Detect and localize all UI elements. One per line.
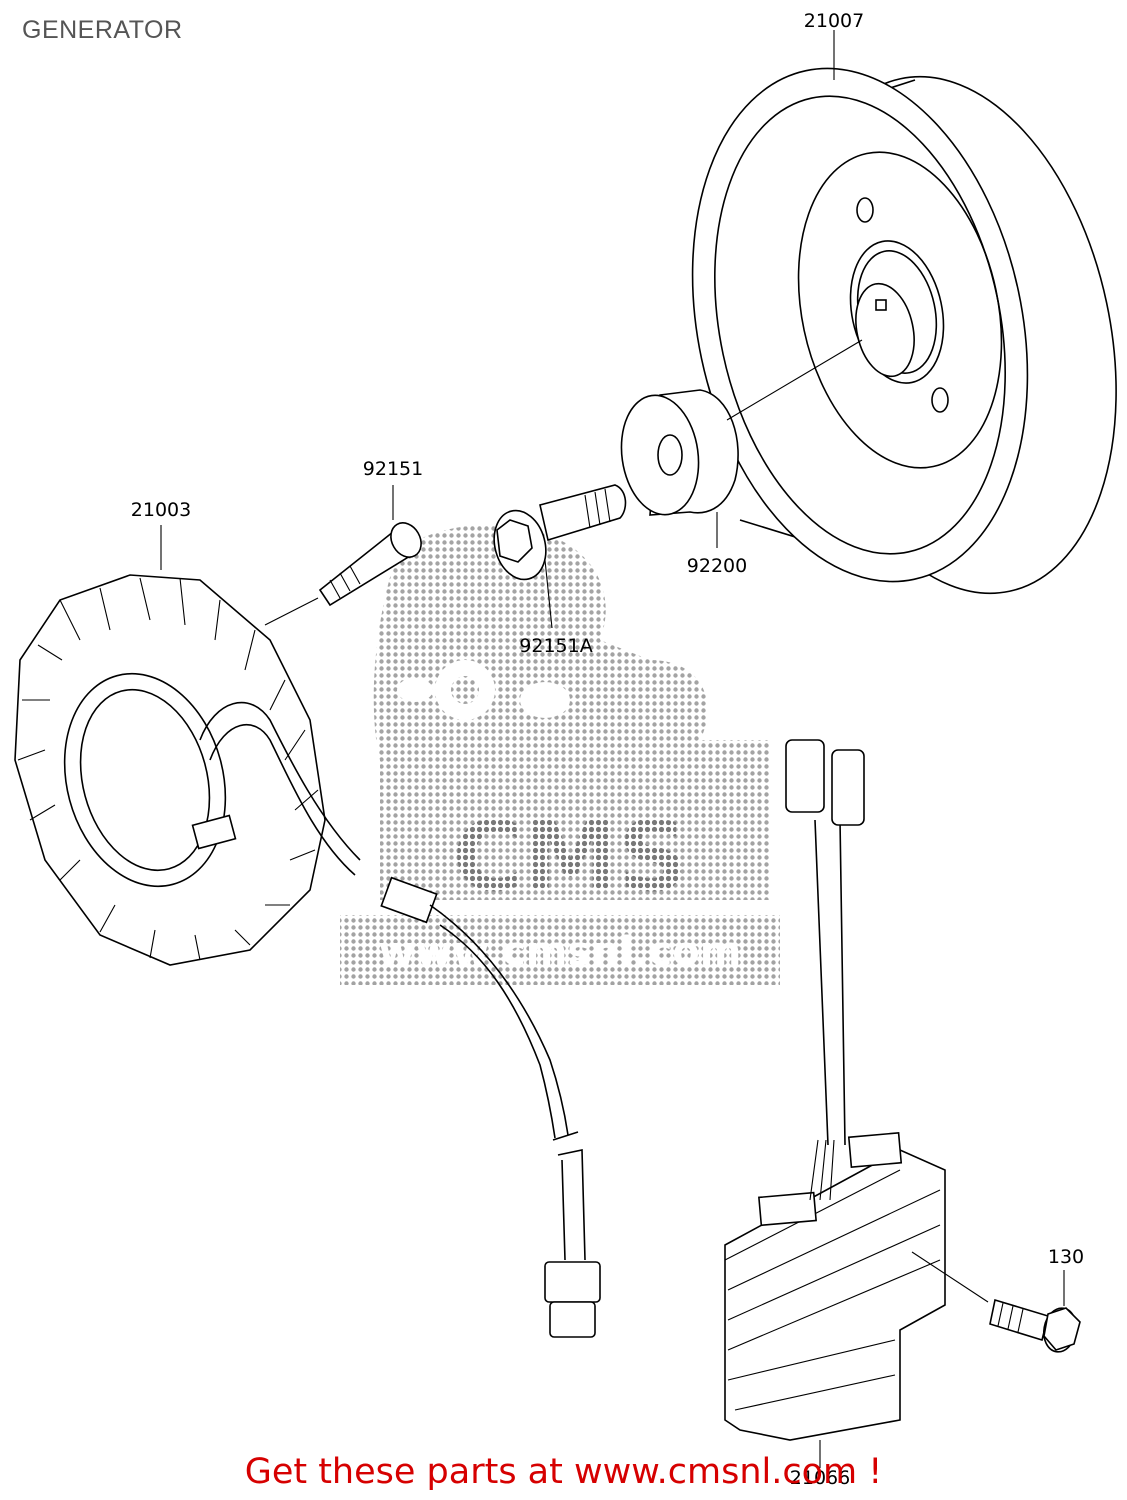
watermark-url: www.cmsnl.com [379, 929, 742, 975]
part-label-21007: 21007 [804, 10, 864, 32]
bolt-92151[interactable] [264, 485, 427, 626]
watermark-logo: CMS [452, 801, 687, 913]
bolt-130[interactable] [911, 1251, 1081, 1354]
part-label-21003: 21003 [131, 499, 191, 521]
footer-link[interactable]: Get these parts at www.cmsnl.com ! [244, 1452, 883, 1492]
part-label-130: 130 [1048, 1246, 1084, 1268]
part-label-92151A: 92151A [519, 635, 592, 657]
flywheel-rotor-21007[interactable] [647, 30, 1127, 624]
regulator-rectifier-21066[interactable] [724, 739, 946, 1468]
spacer-92200[interactable] [614, 339, 863, 548]
stator-21003[interactable] [14, 525, 361, 966]
part-label-21066: 21066 [790, 1467, 850, 1489]
cms-watermark: CMS www.cmsnl.com [340, 524, 780, 985]
diagram-title: GENERATOR [22, 16, 183, 44]
bolt-92151A[interactable] [487, 484, 627, 629]
part-label-92200: 92200 [687, 555, 747, 577]
stator-wire-harness[interactable] [380, 876, 601, 1338]
part-labels: 21007 92151 21003 92200 92151A 130 21066 [131, 10, 1084, 1489]
part-label-92151: 92151 [363, 458, 423, 480]
